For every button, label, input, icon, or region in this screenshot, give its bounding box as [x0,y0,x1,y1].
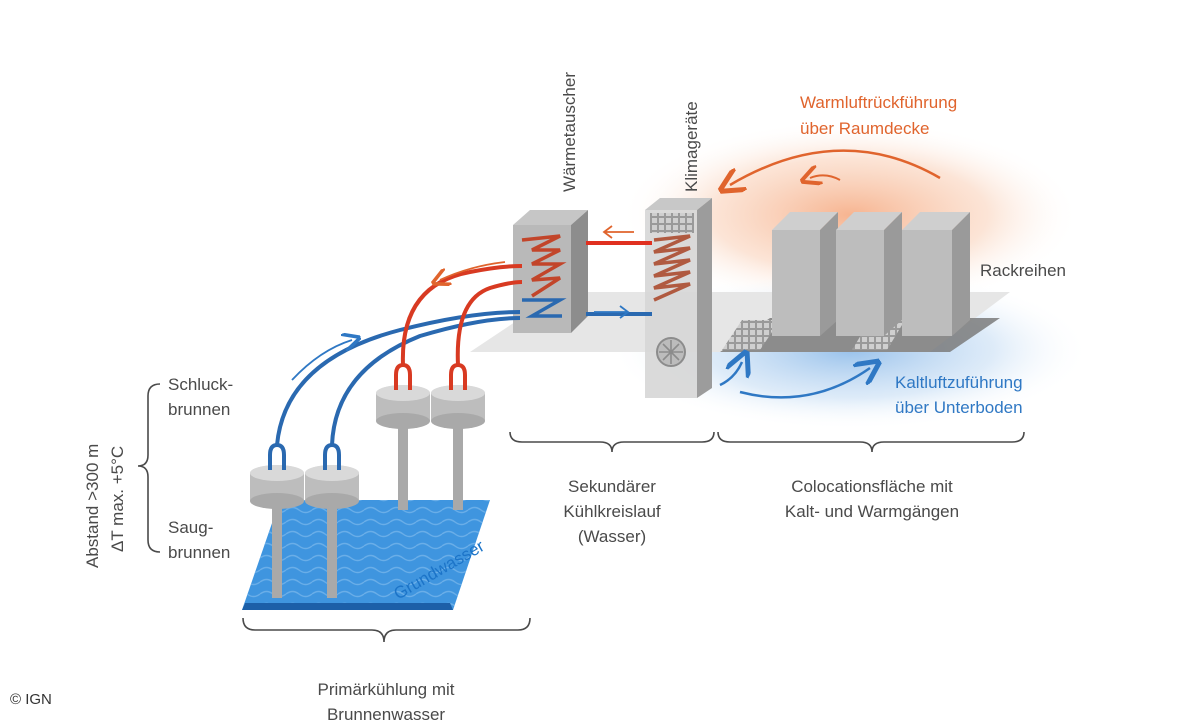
suction-well-2 [305,465,359,598]
brace-wells [137,383,161,553]
label-kaltluft-line1: Kaltluftzuführung [895,373,1023,392]
label-sekundaer-line2: Kühlkreislauf [563,502,661,521]
label-colocation-line2: Kalt- und Warmgängen [785,502,959,521]
label-kaltluft-line2: über Unterboden [895,398,1023,417]
return-well-2 [431,385,485,510]
suction-well-1 [250,465,304,598]
flow-arrow-warm-link [602,225,634,239]
cold-air-arrow-2 [739,368,870,399]
blue-supply-pipe-b [330,316,521,446]
label-sekundaer-line3: (Wasser) [578,527,646,546]
cold-air-arrow-1 [719,362,742,387]
red-return-pipe-a [400,264,523,366]
label-primaer-line1: Primärkühlung mit [318,680,455,699]
label-schluck-line1: Schluck- [168,375,233,394]
warm-air-return-arrow [730,149,941,185]
brace-secondary [509,431,715,453]
label-klimageraete: Klimageräte [682,101,701,192]
label-schluck-line2: brunnen [168,400,230,419]
flow-arrow-blue-up [291,340,352,381]
heat-exchanger [513,210,588,333]
label-saug-line1: Saug- [168,518,213,537]
label-saug-line2: brunnen [168,543,230,562]
label-sekundaer-line1: Sekundärer [568,477,656,496]
label-delta-t: ΔT max. +5°C [108,446,127,552]
warm-air-small-arrow [810,175,841,180]
rack-row-1 [772,212,838,336]
label-primaer-line2: Brunnenwasser [327,705,445,720]
label-warmluft-line1: Warmluftrückführung [800,93,957,112]
label-rackreihen: Rackreihen [980,261,1066,280]
label-waermetauscher: Wärmetauscher [560,72,579,192]
flow-arrow-cold-link [594,305,630,319]
label-abstand: Abstand >300 m [83,444,102,568]
brace-colocation [717,431,1025,453]
label-warmluft-line2: über Raumdecke [800,119,929,138]
return-well-1 [376,385,430,510]
rack-row-2 [836,212,902,336]
rack-row-3 [902,212,970,336]
flow-arrow-red-down [440,261,506,280]
label-colocation-line1: Colocationsfläche mit [791,477,953,496]
blue-supply-pipe-a [275,310,521,446]
groundwater-plate [242,500,490,610]
floor-tiles-left [722,320,780,350]
copyright-notice: © IGN [10,691,52,708]
brace-primary [242,617,531,643]
red-return-pipe-b [455,280,523,366]
climate-unit [645,198,712,398]
